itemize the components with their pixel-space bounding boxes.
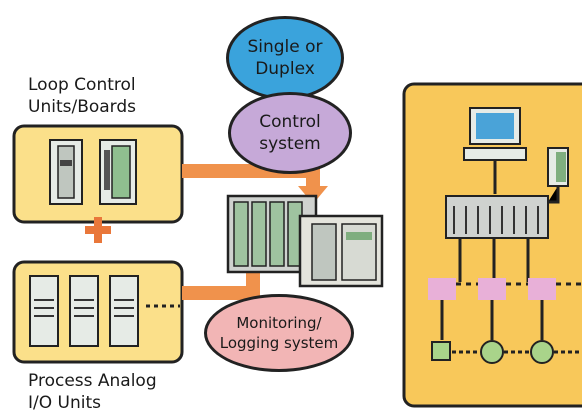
control-system-ellipse: Control system [228,92,352,174]
plus-icon [85,217,111,243]
loop-control-label: Loop Control Units/Boards [28,75,137,117]
loop-control-module-icon [49,139,83,205]
monitor-icon [463,107,527,161]
right-system-panel [402,82,582,408]
process-analog-panel [12,260,184,364]
valve-icon [431,340,554,364]
loop-control-panel [12,124,184,224]
process-analog-label: Process Analog I/O Units [28,371,157,413]
io-unit-icon [69,275,99,347]
io-unit-icon [109,275,139,347]
plc-rack-icon [226,194,384,288]
single-duplex-ellipse: Single or Duplex [226,16,344,100]
io-unit-icon [29,275,59,347]
loop-control-board-icon [99,139,137,205]
plc-rack-icon [445,195,549,239]
monitoring-ellipse: Monitoring/ Logging system [204,294,354,372]
handheld-icon [547,147,569,187]
